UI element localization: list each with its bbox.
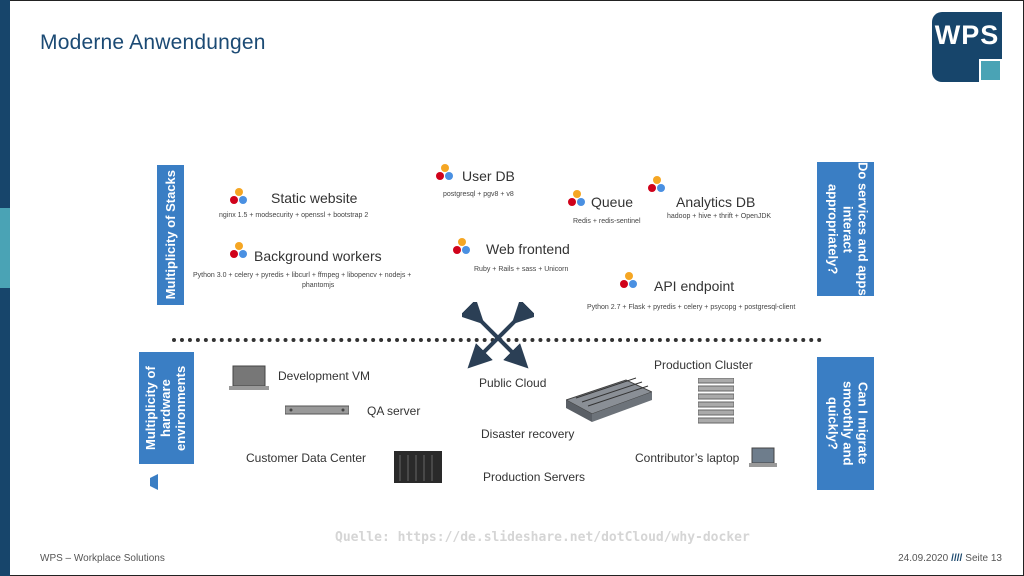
stack-detail: hadoop + hive + thrift + OpenJDK — [667, 213, 772, 220]
footer-date: 24.09.2020 — [898, 553, 949, 564]
logo-text: WPS — [934, 20, 1000, 50]
env-disaster-recovery: Disaster recovery — [481, 427, 575, 441]
cluster-icon — [568, 190, 586, 208]
stack-name: API endpoint — [654, 278, 735, 294]
rack-stack-icon — [698, 378, 734, 424]
env-public-cloud: Public Cloud — [479, 376, 547, 390]
cluster-icon — [648, 176, 666, 194]
stack-name: Static website — [271, 190, 358, 206]
laptop-icon — [229, 365, 269, 390]
env-qa-server: QA server — [367, 404, 421, 418]
cluster-icon — [436, 164, 454, 182]
side-box-migrate: Can I migrate smoothly and quickly? — [817, 357, 874, 490]
server-rack-icon — [285, 405, 349, 415]
stack-detail: postgresql + pgv8 + v8 — [443, 191, 514, 198]
env-production-servers: Production Servers — [483, 470, 586, 484]
cluster-icon — [230, 242, 248, 260]
logo-square — [979, 59, 1002, 82]
env-dev-vm: Development VM — [278, 369, 371, 383]
stack-name: Background workers — [254, 248, 382, 264]
slide-title: Moderne Anwendungen — [40, 31, 266, 54]
stack-detail: Python 2.7 + Flask + pyredis + celery + … — [587, 304, 796, 311]
cluster-icon — [230, 188, 248, 206]
env-production-cluster: Production Cluster — [654, 358, 753, 372]
wps-logo: WPS — [932, 12, 1002, 82]
side-box-interact: Do services and apps interact appropriat… — [817, 162, 874, 296]
env-contributor-laptop: Contributor’s laptop — [635, 451, 740, 465]
stack-detail: Python 3.0 + celery + pyredis + libcurl … — [193, 272, 412, 279]
stack-detail: phantomjs — [302, 282, 335, 289]
side-box-interact-label: Do services and apps interact appropriat… — [825, 162, 871, 296]
cross-arrows-icon — [462, 302, 534, 369]
footer-meta: 24.09.2020////Seite 13 — [898, 553, 1002, 564]
stack-name: Queue — [591, 194, 634, 210]
cluster-icon — [453, 238, 471, 256]
stack-name: Web frontend — [486, 241, 570, 257]
footer-company: WPS – Workplace Solutions — [40, 553, 165, 564]
side-box-hardware-label: Multiplicity of hardware environments — [142, 365, 188, 451]
side-box-stacks: Multiplicity of Stacks — [157, 165, 184, 305]
stack-detail: Ruby + Rails + sass + Unicorn — [474, 266, 569, 273]
contributor-laptop-icon — [749, 447, 777, 467]
side-box-stacks-label: Multiplicity of Stacks — [163, 170, 178, 300]
source-citation: Quelle: https://de.slideshare.net/dotClo… — [335, 530, 750, 545]
footer-separator: //// — [951, 553, 963, 564]
stack-name: User DB — [462, 168, 515, 184]
left-brand-bar — [0, 0, 10, 576]
cluster-icon — [620, 272, 638, 290]
side-box-migrate-label: Can I migrate smoothly and quickly? — [825, 381, 871, 466]
datacenter-icon — [394, 451, 442, 483]
side-box-hardware: Multiplicity of hardware environments — [139, 352, 194, 464]
stack-detail: nginx 1.5 + modsecurity + openssl + boot… — [219, 212, 369, 219]
server-cluster-icon — [566, 377, 652, 422]
footer-page: Seite 13 — [965, 553, 1002, 564]
small-marker-icon — [150, 474, 158, 490]
env-customer-dc: Customer Data Center — [246, 451, 367, 465]
stack-detail: Redis + redis-sentinel — [573, 218, 641, 225]
stack-name: Analytics DB — [676, 194, 756, 210]
left-accent-bar — [0, 208, 10, 288]
